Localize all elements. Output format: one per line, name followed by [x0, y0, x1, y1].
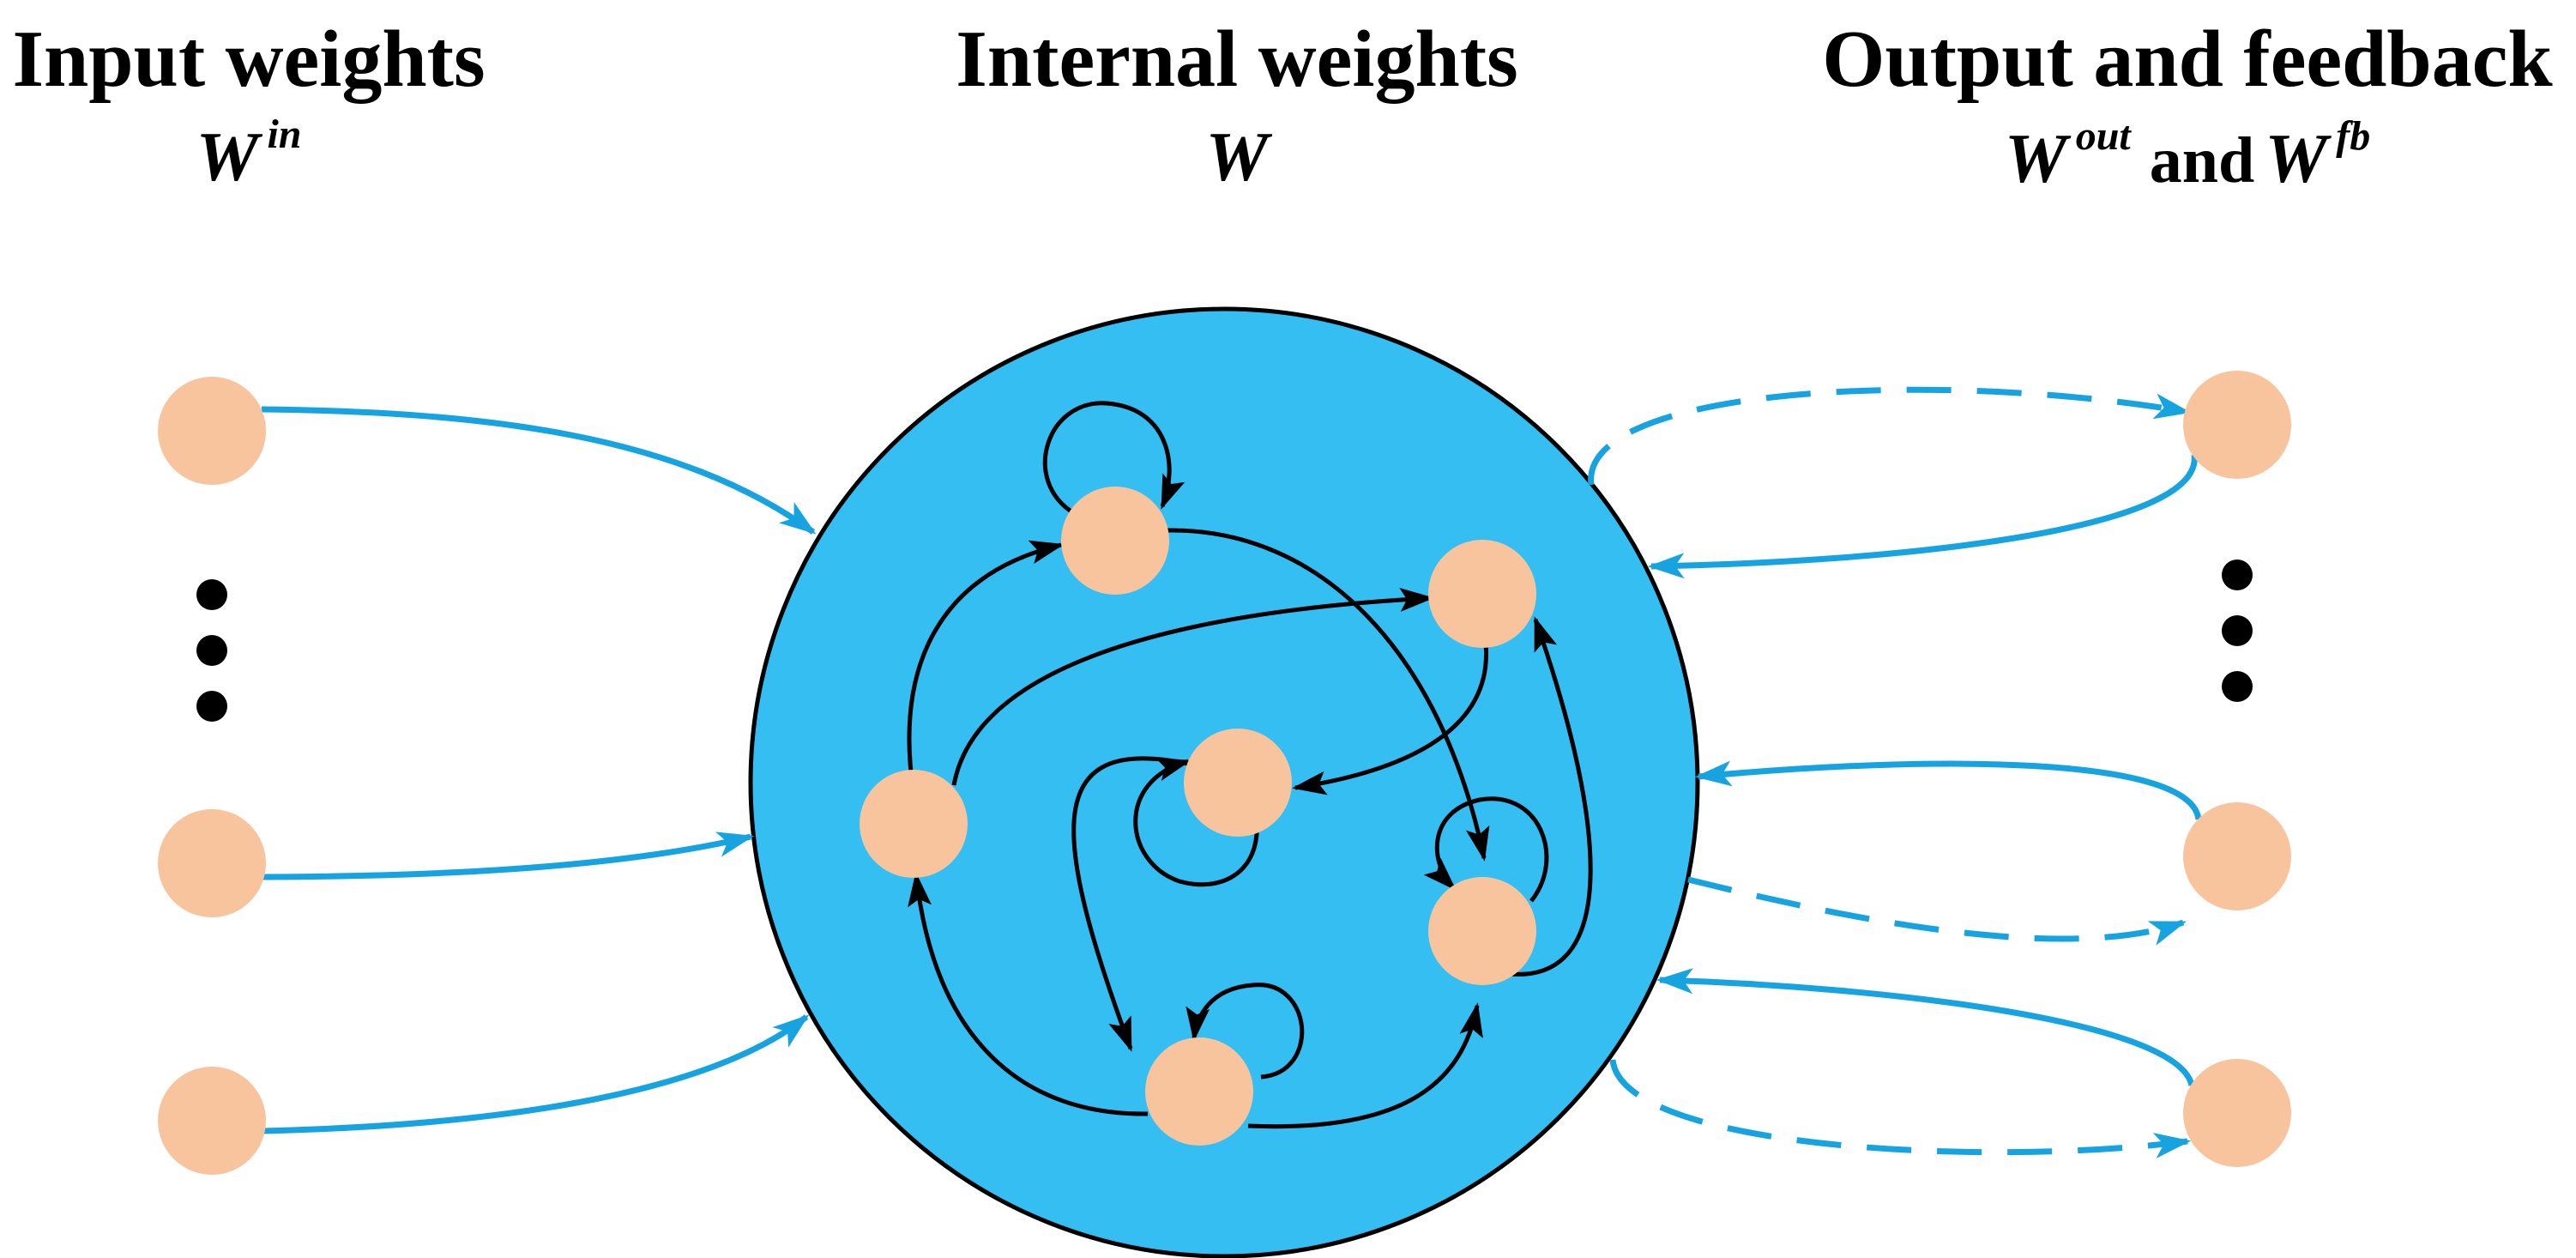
input-weights-title: Input weights [12, 15, 485, 104]
reservoir-node [1184, 729, 1292, 837]
edge-n1-n5 [1166, 528, 1490, 862]
internal-connections [907, 528, 1593, 1129]
self-loop-n5 [1423, 796, 1549, 903]
output-nodes [2183, 371, 2291, 1167]
edge-n4-n1 [907, 540, 1065, 773]
feedback-arrow-1 [1647, 454, 2198, 579]
self-loops [1042, 401, 1549, 1080]
output-node [2183, 1059, 2291, 1167]
feedback-arrow-2 [1694, 760, 2202, 820]
output-arrow-3 [1609, 1059, 2192, 1158]
input-nodes [158, 377, 266, 1175]
vertical-ellipsis-icon [2222, 559, 2253, 702]
edge-n5-n2 [1509, 616, 1593, 977]
self-loop-n3 [1133, 757, 1259, 887]
edge-n3-n6 [1071, 756, 1189, 1052]
self-loop-n6 [1185, 983, 1305, 1080]
edge-n4-n2 [951, 587, 1434, 786]
edge-n2-n3 [1292, 643, 1489, 795]
reservoir-node [1428, 540, 1536, 648]
input-arrow-3 [261, 1014, 810, 1134]
output-feedback-connections [1588, 386, 2202, 1158]
input-connections [242, 406, 817, 1134]
internal-weights-heading: Internal weights W [956, 15, 1517, 196]
internal-weights-symbol: W [1206, 118, 1273, 196]
self-loop-n1 [1042, 401, 1185, 516]
reservoir-nodes [860, 487, 1536, 1146]
input-node [158, 809, 266, 917]
output-arrow-2 [1687, 876, 2187, 946]
output-feedback-title: Output and feedback [1822, 15, 2553, 104]
input-node [158, 377, 266, 485]
reservoir-node [860, 770, 968, 878]
edge-n6-n4 [908, 872, 1149, 1116]
output-node [2183, 802, 2291, 910]
internal-weights-title: Internal weights [956, 15, 1517, 104]
input-arrow-2 [242, 832, 755, 880]
reservoir-node [1428, 877, 1536, 985]
reservoir-node [1061, 487, 1169, 595]
output-node [2183, 371, 2291, 479]
edge-n6-n5 [1247, 1002, 1483, 1129]
feedback-arrow-3 [1656, 968, 2195, 1086]
output-arrow-1 [1588, 386, 2192, 486]
reservoir-node [1145, 1037, 1253, 1146]
input-node [158, 1067, 266, 1175]
vertical-ellipsis-icon [196, 579, 227, 722]
input-arrow-1 [261, 406, 817, 535]
